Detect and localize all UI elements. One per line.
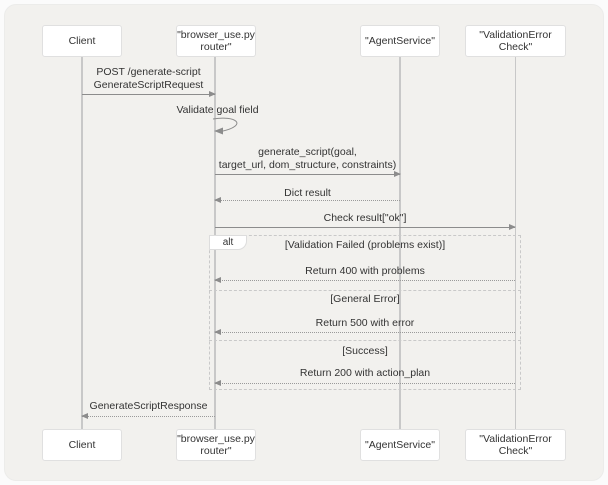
message-arrow-return-500 bbox=[214, 329, 515, 335]
arrowhead-left-icon bbox=[214, 197, 221, 203]
message-label-post-request: POST /generate-script GenerateScriptRequ… bbox=[93, 66, 204, 91]
message-label-return-400: Return 400 with problems bbox=[305, 265, 425, 277]
message-label-return-200: Return 200 with action_plan bbox=[299, 367, 431, 379]
alt-section-divider bbox=[209, 290, 521, 291]
participant-label: "AgentService" bbox=[365, 439, 435, 451]
participant-router-bottom: "browser_use.py router" bbox=[176, 429, 256, 461]
participant-label: Client bbox=[68, 35, 96, 47]
participant-agentservice-bottom: "AgentService" bbox=[360, 429, 440, 461]
participant-label: "AgentService" bbox=[365, 35, 435, 47]
participant-label: "browser_use.py router" bbox=[177, 29, 255, 53]
alt-condition-general-error: [General Error] bbox=[330, 293, 400, 305]
message-label-response: GenerateScriptResponse bbox=[89, 400, 208, 412]
arrowhead-right-icon bbox=[394, 171, 401, 177]
diagram-panel bbox=[4, 4, 604, 481]
message-arrow-post-request bbox=[82, 91, 216, 97]
participant-client-bottom: Client bbox=[42, 429, 122, 461]
participant-client-top: Client bbox=[42, 25, 122, 57]
participant-label: "browser_use.py router" bbox=[177, 433, 255, 457]
participant-label: Client bbox=[68, 439, 96, 451]
arrowhead-left-icon bbox=[214, 329, 221, 335]
arrowhead-left-icon bbox=[214, 277, 221, 283]
arrowhead-right-icon bbox=[509, 224, 516, 230]
arrowhead-left-icon bbox=[81, 413, 88, 419]
arrowhead-left-icon bbox=[214, 380, 221, 386]
alt-fragment: alt bbox=[209, 235, 521, 390]
participant-agentservice-top: "AgentService" bbox=[360, 25, 440, 57]
alt-section-divider bbox=[209, 340, 521, 341]
participant-validationerror-bottom: "ValidationError Check" bbox=[465, 429, 566, 461]
message-label-validate-goal: Validate goal field bbox=[176, 104, 259, 116]
lifeline-validationerror bbox=[514, 57, 516, 429]
participant-router-top: "browser_use.py router" bbox=[176, 25, 256, 57]
participant-label: "ValidationError Check" bbox=[479, 29, 552, 53]
message-arrow-return-400 bbox=[214, 277, 515, 283]
message-label-return-500: Return 500 with error bbox=[315, 317, 415, 329]
participant-validationerror-top: "ValidationError Check" bbox=[465, 25, 566, 57]
message-arrow-generate-script bbox=[215, 171, 401, 177]
alt-fragment-label: alt bbox=[209, 235, 247, 250]
message-arrow-return-200 bbox=[214, 380, 515, 386]
arrowhead-right-icon bbox=[209, 91, 216, 97]
message-label-check-result: Check result["ok"] bbox=[323, 212, 407, 224]
message-label-generate-script: generate_script(goal, target_url, dom_st… bbox=[218, 146, 397, 171]
lifeline-client bbox=[81, 57, 83, 429]
alt-condition-success: [Success] bbox=[342, 345, 388, 357]
message-arrow-dict-result bbox=[214, 197, 400, 203]
participant-label: "ValidationError Check" bbox=[479, 433, 552, 457]
message-arrow-response bbox=[81, 413, 215, 419]
lifeline-agentservice bbox=[399, 57, 401, 429]
message-arrow-check-result bbox=[215, 224, 516, 230]
alt-condition-validation-failed: [Validation Failed (problems exist)] bbox=[284, 239, 446, 251]
message-label-dict-result: Dict result bbox=[284, 187, 331, 199]
self-loop-arrow bbox=[212, 117, 238, 135]
